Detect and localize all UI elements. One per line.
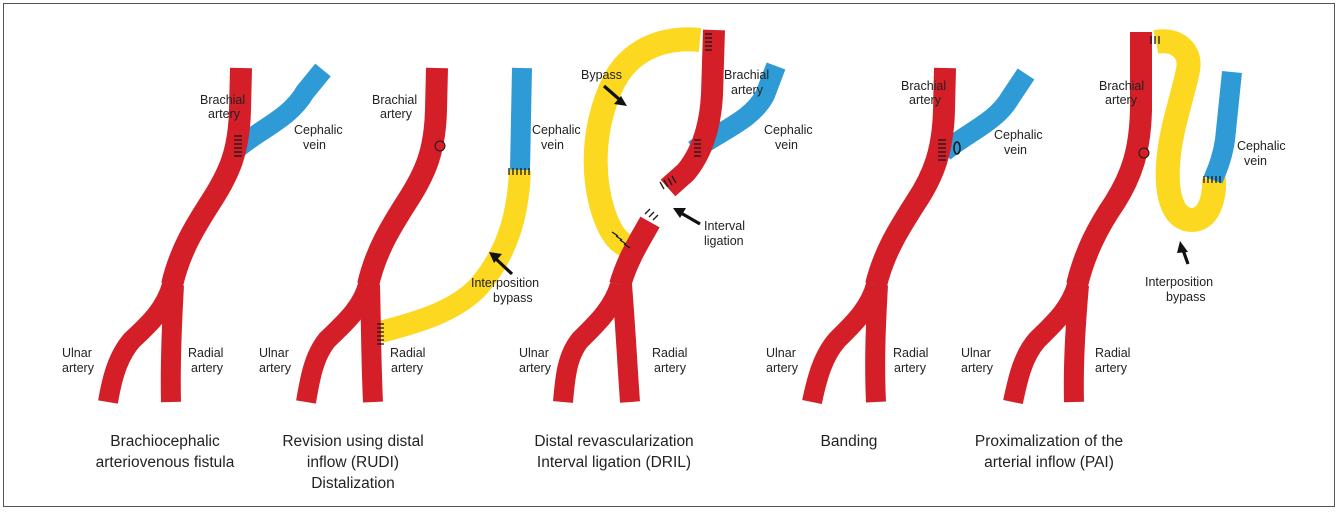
- label-cephalic-vein-5b: vein: [1244, 154, 1267, 168]
- label-radial-artery-1b: artery: [191, 361, 224, 375]
- label-interval-ligation-3a: Interval: [704, 219, 745, 233]
- label-radial-artery-1a: Radial: [188, 346, 223, 360]
- label-interposition-bypass-5a: Interposition: [1145, 275, 1213, 289]
- label-radial-artery-5b: artery: [1095, 361, 1128, 375]
- ligated-stump: [1139, 148, 1149, 158]
- radial-artery-shape: [622, 285, 630, 402]
- label-brachial-artery-2b: artery: [380, 107, 413, 121]
- interposition-bypass-shape: [1156, 41, 1214, 220]
- label-bypass-3: Bypass: [581, 68, 622, 82]
- brachial-artery-shape: [1077, 32, 1141, 285]
- brachial-artery-shape: [668, 30, 714, 188]
- label-ulnar-artery-5b: artery: [961, 361, 994, 375]
- label-brachial-artery-2a: Brachial: [372, 93, 417, 107]
- caption-panel-1-line-2: arteriovenous fistula: [96, 454, 235, 471]
- label-radial-artery-4b: artery: [894, 361, 927, 375]
- caption-panel-5-line-2: arterial inflow (PAI): [984, 454, 1114, 471]
- caption-panel-4-line-1: Banding: [821, 433, 878, 450]
- caption-panel-3-line-2: Interval ligation (DRIL): [537, 454, 691, 471]
- label-ulnar-artery-3a: Ulnar: [519, 346, 549, 360]
- label-cephalic-vein-2a: Cephalic: [532, 123, 581, 137]
- label-brachial-artery-5b: artery: [1105, 93, 1138, 107]
- label-radial-artery-2b: artery: [391, 361, 424, 375]
- label-ulnar-artery-3b: artery: [519, 361, 552, 375]
- label-cephalic-vein-4a: Cephalic: [994, 128, 1043, 142]
- label-ulnar-artery-5a: Ulnar: [961, 346, 991, 360]
- label-ulnar-artery-4b: artery: [766, 361, 799, 375]
- caption-panel-2-line-1: Revision using distal: [282, 433, 423, 450]
- label-ulnar-artery-1b: artery: [62, 361, 95, 375]
- ligation-sutures: [645, 176, 676, 220]
- captions: Brachiocephalic arteriovenous fistula Re…: [96, 433, 1123, 492]
- radial-artery-shape: [370, 285, 373, 402]
- caption-panel-1-line-1: Brachiocephalic: [110, 433, 220, 450]
- label-ulnar-artery-2a: Ulnar: [259, 346, 289, 360]
- caption-panel-2-line-3: Distalization: [311, 475, 395, 492]
- label-radial-artery-4a: Radial: [893, 346, 928, 360]
- label-radial-artery-3a: Radial: [652, 346, 687, 360]
- radial-artery-shape: [1074, 285, 1079, 402]
- label-brachial-artery-4a: Brachial: [901, 79, 946, 93]
- label-cephalic-vein-3a: Cephalic: [764, 123, 813, 137]
- label-radial-artery-2a: Radial: [390, 346, 425, 360]
- label-cephalic-vein-3b: vein: [775, 138, 798, 152]
- radial-artery-shape: [875, 285, 878, 402]
- label-interposition-bypass-5b: bypass: [1166, 290, 1206, 304]
- cephalic-vein-shape: [1213, 72, 1232, 180]
- label-brachial-artery-3a: Brachial: [724, 68, 769, 82]
- caption-panel-5-line-1: Proximalization of the: [975, 433, 1123, 450]
- label-ulnar-artery-4a: Ulnar: [766, 346, 796, 360]
- label-cephalic-vein-1a: Cephalic: [294, 123, 343, 137]
- panel-banding: Brachial artery Cephalic vein Ulnar arte…: [766, 68, 1043, 402]
- label-interposition-bypass-2b: bypass: [493, 291, 533, 305]
- label-cephalic-vein-5a: Cephalic: [1237, 139, 1286, 153]
- label-radial-artery-5a: Radial: [1095, 346, 1130, 360]
- radial-artery-shape: [171, 285, 174, 402]
- panel-brachiocephalic-fistula: Brachial artery Cephalic vein Ulnar arte…: [62, 68, 343, 402]
- ulnar-artery-shape: [563, 285, 620, 402]
- label-brachial-artery-5a: Brachial: [1099, 79, 1144, 93]
- label-brachial-artery-3b: artery: [731, 83, 764, 97]
- caption-panel-2-line-2: inflow (RUDI): [307, 454, 399, 471]
- label-interposition-bypass-2a: Interposition: [471, 276, 539, 290]
- ulnar-artery-shape: [306, 285, 368, 402]
- label-radial-artery-3b: artery: [654, 361, 687, 375]
- label-cephalic-vein-1b: vein: [303, 138, 326, 152]
- ligated-stump: [435, 141, 445, 151]
- label-brachial-artery-1b: artery: [208, 107, 241, 121]
- label-brachial-artery-1a: Brachial: [200, 93, 245, 107]
- label-cephalic-vein-2b: vein: [541, 138, 564, 152]
- label-brachial-artery-4b: artery: [909, 93, 942, 107]
- label-cephalic-vein-4b: vein: [1004, 143, 1027, 157]
- label-ulnar-artery-1a: Ulnar: [62, 346, 92, 360]
- label-ulnar-artery-2b: artery: [259, 361, 292, 375]
- cephalic-vein-shape: [520, 68, 522, 170]
- label-interval-ligation-3b: ligation: [704, 234, 744, 248]
- caption-panel-3-line-1: Distal revascularization: [534, 433, 693, 450]
